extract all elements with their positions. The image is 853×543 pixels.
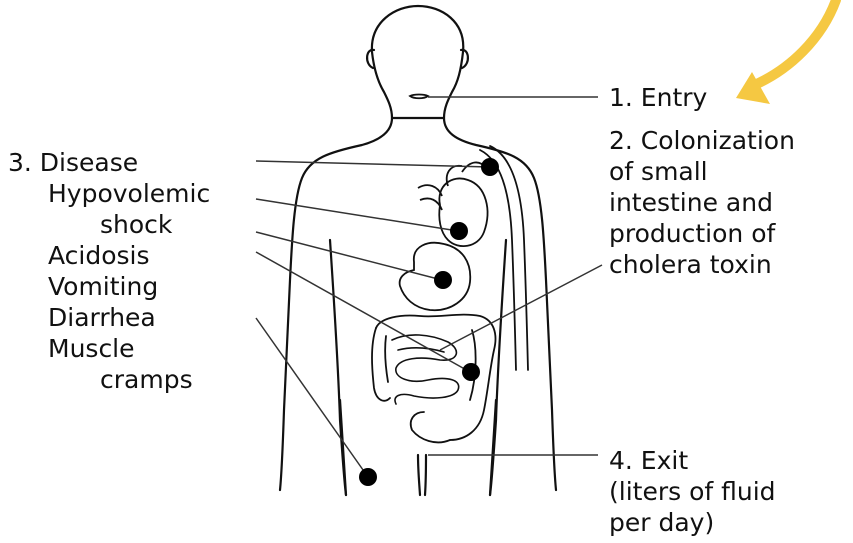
curved-arrow-icon [736, 0, 836, 104]
exit-label: 4. Exit (liters of fluid per day) [609, 445, 776, 538]
symptom-item: Diarrhea [8, 302, 210, 333]
dot-marker-icon [450, 222, 468, 240]
leader-diarrhea [256, 318, 368, 477]
leader-lines [256, 97, 602, 477]
entry-label: 1. Entry [609, 82, 707, 113]
symptom-item: Hypovolemic [8, 178, 210, 209]
head-outline [372, 6, 463, 118]
disease-title: 3. Disease [8, 147, 210, 178]
leader-hypovolemic [256, 199, 458, 231]
dot-marker-icon [359, 468, 377, 486]
mouth-icon [410, 95, 428, 99]
disease-label: 3. Disease Hypovolemic shock Acidosis Vo… [8, 147, 210, 395]
body-outline [280, 6, 556, 495]
torso-outline [280, 118, 392, 490]
leader-disease-title [256, 161, 490, 167]
symptom-item: shock [8, 209, 210, 240]
colonization-label: 2. Colonization of small intestine and p… [609, 125, 795, 280]
dot-marker-icon [462, 363, 480, 381]
dot-marker-icon [481, 158, 499, 176]
leader-colonization [440, 265, 602, 350]
symptom-item: cramps [8, 364, 210, 395]
symptom-item: Muscle [8, 333, 210, 364]
symptom-item: Acidosis [8, 240, 210, 271]
symptom-item: Vomiting [8, 271, 210, 302]
dot-marker-icon [434, 271, 452, 289]
